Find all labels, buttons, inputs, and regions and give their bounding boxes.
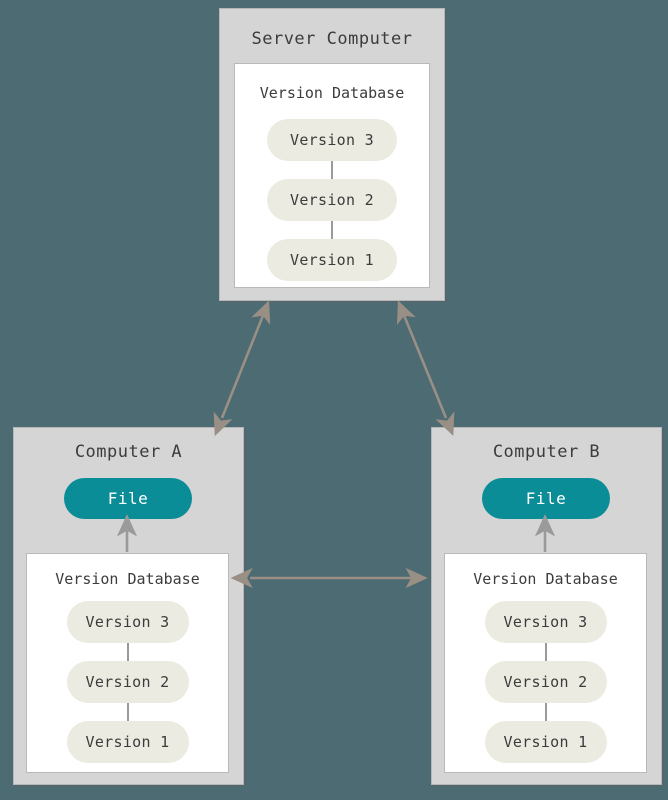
version-pill: Version 3 [66, 601, 189, 643]
computer-a-version-database-title: Version Database [55, 570, 200, 588]
computer-b-version-database-box: Version Database Version 3 Version 2 Ver… [444, 553, 647, 773]
computer-a-version-stack: Version 3 Version 2 Version 1 [27, 601, 228, 763]
server-computer-title: Server Computer [251, 29, 413, 49]
server-version-database-box: Version Database Version 3 Version 2 Ver… [234, 63, 430, 288]
version-pill: Version 2 [267, 179, 397, 221]
version-pill: Version 1 [484, 721, 607, 763]
version-pill: Version 3 [484, 601, 607, 643]
version-pill: Version 2 [66, 661, 189, 703]
computer-b-version-database-title: Version Database [473, 570, 618, 588]
version-connector [331, 161, 333, 179]
version-connector [126, 703, 129, 721]
version-connector [544, 703, 547, 721]
computer-b-box: Computer B File Version Database Version… [431, 427, 662, 785]
server-version-database-title: Version Database [259, 84, 405, 102]
version-pill: Version 3 [267, 119, 397, 161]
computer-b-title: Computer B [492, 442, 601, 462]
version-pill: Version 2 [484, 661, 607, 703]
arrow-server-computer-a [213, 300, 271, 437]
computer-b-file-pill: File [482, 478, 610, 519]
computer-a-version-database-box: Version Database Version 3 Version 2 Ver… [26, 553, 229, 773]
version-connector [544, 643, 547, 661]
computer-a-title: Computer A [74, 442, 183, 462]
computer-a-box: Computer A File Version Database Version… [13, 427, 244, 785]
arrow-server-computer-b [396, 300, 455, 437]
computer-a-file-pill: File [64, 478, 192, 519]
version-pill: Version 1 [267, 239, 397, 281]
server-computer-box: Server Computer Version Database Version… [219, 8, 445, 301]
version-connector [331, 221, 333, 239]
computer-b-version-stack: Version 3 Version 2 Version 1 [445, 601, 646, 763]
version-connector [126, 643, 129, 661]
server-version-stack: Version 3 Version 2 Version 1 [235, 119, 429, 281]
version-pill: Version 1 [66, 721, 189, 763]
